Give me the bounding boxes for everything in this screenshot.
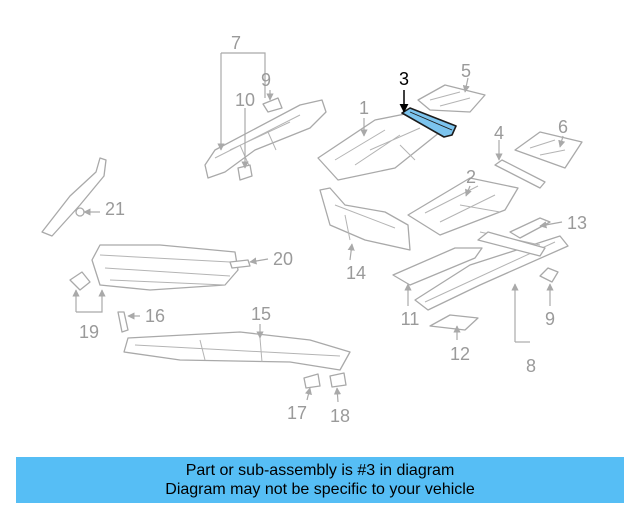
part-2-rear-floor xyxy=(407,177,519,236)
callout-4: 4 xyxy=(494,123,504,143)
callout-16: 16 xyxy=(145,306,165,326)
part-13-bracket xyxy=(509,217,551,239)
callout-20: 20 xyxy=(273,249,293,269)
banner-line-disclaimer: Diagram may not be specific to your vehi… xyxy=(165,481,475,498)
callout-14: 14 xyxy=(346,263,366,283)
part-21-brace xyxy=(41,157,107,237)
callout-5: 5 xyxy=(461,61,471,81)
callout-2: 2 xyxy=(466,167,476,187)
callout-15: 15 xyxy=(251,304,271,324)
callout-10: 10 xyxy=(235,90,255,110)
part-9-bracket-right xyxy=(539,267,559,283)
callout-18: 18 xyxy=(330,406,350,426)
part-7-side-rail xyxy=(204,99,327,181)
part-6-floor-panel xyxy=(514,131,583,169)
part-8-sill-assembly xyxy=(414,231,569,311)
leader-lines xyxy=(72,52,566,403)
parts-diagram: 7 9 10 1 3 5 6 4 2 13 14 11 12 8 9 20 21… xyxy=(41,33,587,426)
part-3-crossmember-highlighted xyxy=(401,107,457,138)
callout-8: 8 xyxy=(526,356,536,376)
part-16-bracket xyxy=(117,311,129,333)
part-4-reinforcement xyxy=(494,159,546,189)
callout-7: 7 xyxy=(231,33,241,53)
part-15-side-panel xyxy=(123,331,351,371)
callout-11: 11 xyxy=(401,309,420,329)
banner-line-part: Part or sub-assembly is #3 in diagram xyxy=(185,462,455,479)
callout-3: 3 xyxy=(399,69,409,89)
part-9-bracket-top xyxy=(262,97,283,113)
callout-12: 12 xyxy=(450,344,470,364)
part-14-floor-crossmember xyxy=(319,187,411,251)
part-19-underbody-shield xyxy=(69,244,239,291)
part-20-clip xyxy=(229,259,251,269)
callout-19: 19 xyxy=(79,322,99,342)
callout-9-top: 9 xyxy=(261,70,271,90)
part-12-gusset xyxy=(429,314,479,331)
callout-13: 13 xyxy=(567,213,587,233)
callout-6: 6 xyxy=(558,117,568,137)
info-banner: Part or sub-assembly is #3 in diagram Di… xyxy=(16,457,624,503)
part-5-floor-panel xyxy=(417,84,486,113)
callout-1: 1 xyxy=(359,98,369,118)
callout-9-right: 9 xyxy=(545,309,555,329)
part-17-plug xyxy=(303,373,321,389)
part-18-plug xyxy=(329,372,347,388)
callout-21: 21 xyxy=(105,199,125,219)
callout-17: 17 xyxy=(287,403,307,423)
